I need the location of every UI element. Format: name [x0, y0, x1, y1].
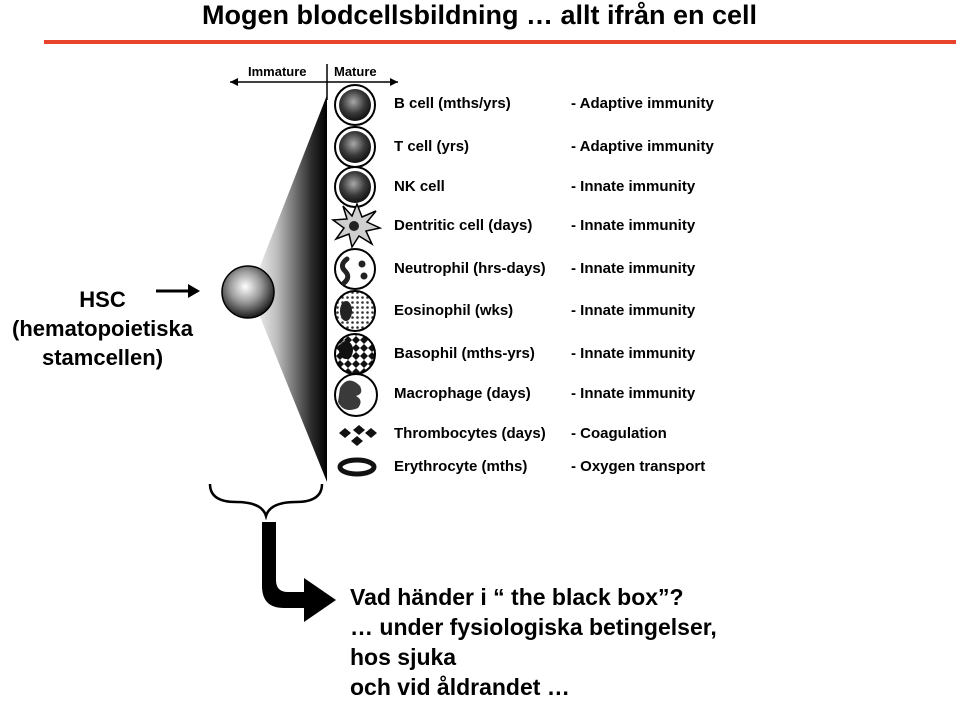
cell-name: NK cell	[394, 178, 445, 195]
cell-function: - Adaptive immunity	[571, 95, 714, 112]
cell-name: Eosinophil (wks)	[394, 302, 514, 319]
b-cell-icon	[334, 84, 376, 126]
neutrophil-icon	[334, 248, 376, 290]
cell-function: - Coagulation	[571, 425, 667, 442]
thrombocytes-icon	[339, 425, 377, 446]
question-line-2: … under fysiologiska betingelser,	[350, 614, 717, 640]
nk-cell-icon	[334, 166, 376, 208]
bent-arrow-icon	[262, 522, 336, 622]
hsc-label-line-2: (hematopoietiska	[12, 316, 193, 341]
cell-function: - Innate immunity	[571, 385, 696, 402]
cell-name: Erythrocyte (mths)	[394, 458, 528, 475]
cell-function: - Innate immunity	[571, 345, 696, 362]
hsc-arrow	[156, 284, 200, 298]
cell-name: Thrombocytes (days)	[394, 425, 546, 442]
hsc-label: HSC (hematopoietiska stamcellen)	[0, 285, 205, 372]
t-cell-icon	[334, 126, 376, 168]
question-line-1: Vad händer i “ the black box”?	[350, 584, 684, 610]
title-underline	[44, 40, 956, 44]
black-box-funnel	[250, 95, 327, 482]
black-box-question: Vad händer i “ the black box”? … under f…	[350, 582, 717, 702]
cell-function: - Oxygen transport	[571, 458, 706, 475]
cell-name: Macrophage (days)	[394, 385, 531, 402]
cell-function: - Adaptive immunity	[571, 138, 714, 155]
question-line-4: och vid åldrandet …	[350, 674, 570, 700]
cell-name: T cell (yrs)	[394, 138, 470, 155]
mature-label: Mature	[334, 64, 377, 79]
eosinophil-icon	[334, 290, 376, 332]
maturation-axis-arrow	[230, 64, 398, 100]
cell-name: Basophil (mths-yrs)	[394, 345, 535, 362]
macrophage-icon	[334, 373, 378, 417]
immature-label: Immature	[248, 64, 307, 79]
question-line-3: hos sjuka	[350, 644, 457, 670]
cell-function: - Innate immunity	[571, 178, 696, 195]
cell-function: - Innate immunity	[571, 217, 696, 234]
cell-function: - Innate immunity	[571, 260, 696, 277]
basophil-icon	[334, 333, 376, 375]
cell-name: Dentritic cell (days)	[394, 217, 533, 234]
hsc-label-line-3: stamcellen)	[41, 345, 164, 370]
hsc-sphere-icon	[221, 265, 275, 319]
cell-function: - Innate immunity	[571, 302, 696, 319]
hsc-label-line-1: HSC	[79, 287, 126, 312]
cell-name: B cell (mths/yrs)	[394, 95, 511, 112]
page-title: Mogen blodcellsbildning … allt ifrån en …	[201, 0, 758, 30]
cell-name: Neutrophil (hrs-days)	[394, 260, 546, 277]
erythrocyte-icon	[337, 457, 377, 477]
dendritic-cell-icon	[330, 201, 383, 249]
grouping-brace	[208, 483, 324, 521]
